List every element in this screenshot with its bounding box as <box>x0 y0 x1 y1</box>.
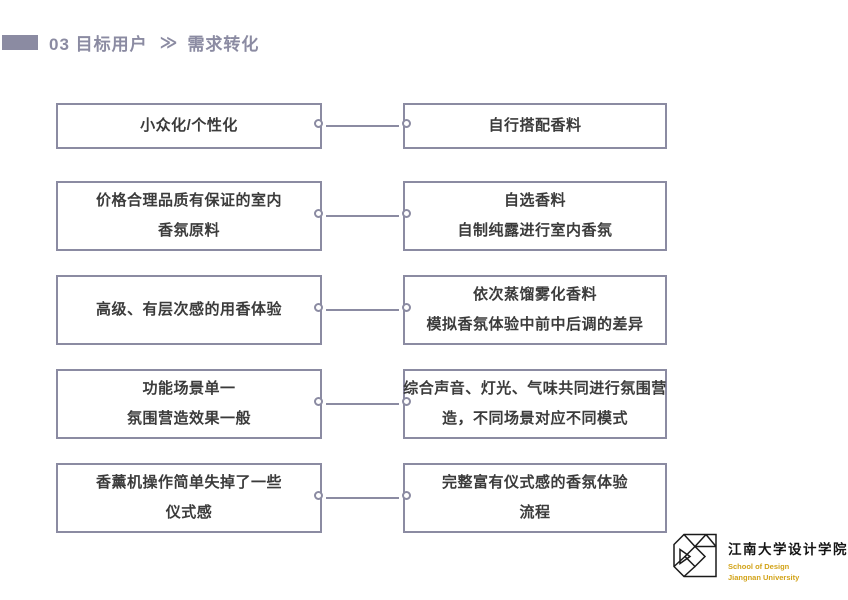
jiangnan-design-logo-icon <box>673 533 717 578</box>
connector-line <box>314 396 411 412</box>
need-box: 价格合理品质有保证的室内 香氛原料 <box>56 181 322 251</box>
box-text: 造，不同场景对应不同模式 <box>441 410 628 427</box>
box-text: 自选香料 <box>503 192 566 209</box>
connector-dot-left <box>314 303 323 312</box>
box-text: 功能场景单一 <box>142 380 236 397</box>
mapping-row: 香薰机操作简单失掉了一些 仪式感 完整富有仪式感的香氛体验 流程 <box>56 463 667 533</box>
connector-dot-right <box>402 491 411 500</box>
box-text: 小众化/个性化 <box>140 117 238 134</box>
logo-name-en-1: School of Design <box>728 562 790 571</box>
box-text: 完整富有仪式感的香氛体验 <box>441 474 628 491</box>
page-subtitle: 需求转化 <box>187 35 260 54</box>
logo-name-en-2: Jiangnan University <box>728 573 800 582</box>
connector-dot-left <box>314 209 323 218</box>
connector-dot-right <box>402 303 411 312</box>
solution-box: 完整富有仪式感的香氛体验 流程 <box>403 463 667 533</box>
connector-dot-right <box>402 397 411 406</box>
box-text: 模拟香氛体验中前中后调的差异 <box>426 316 644 333</box>
box-text: 氛围营造效果一般 <box>126 410 251 427</box>
connector-dot-right <box>402 119 411 128</box>
connector-dot-left <box>314 119 323 128</box>
solution-box: 综合声音、灯光、气味共同进行氛围营 造，不同场景对应不同模式 <box>403 369 667 439</box>
box-text: 香薰机操作简单失掉了一些 <box>95 474 282 491</box>
connector-line <box>314 208 411 224</box>
slide-header: 03 目标用户 ≫ 需求转化 <box>2 30 259 55</box>
box-text: 价格合理品质有保证的室内 <box>95 192 282 209</box>
header-accent-bar <box>2 35 38 50</box>
mapping-row: 价格合理品质有保证的室内 香氛原料 自选香料 自制纯露进行室内香氛 <box>56 181 667 251</box>
box-text: 高级、有层次感的用香体验 <box>95 301 282 318</box>
mapping-diagram: 小众化/个性化 自行搭配香料 价格合理品质有保证的室内 香氛原料 自选香料 自制… <box>56 103 667 533</box>
mapping-row: 高级、有层次感的用香体验 依次蒸馏雾化香料 模拟香氛体验中前中后调的差异 <box>56 275 667 345</box>
box-text: 仪式感 <box>165 504 213 521</box>
connector-dot-left <box>314 397 323 406</box>
box-text: 香氛原料 <box>157 222 220 239</box>
need-box: 小众化/个性化 <box>56 103 322 149</box>
connector-line <box>314 490 411 506</box>
mapping-row: 功能场景单一 氛围营造效果一般 综合声音、灯光、气味共同进行氛围营 造，不同场景… <box>56 369 667 439</box>
box-text: 自行搭配香料 <box>488 117 582 134</box>
logo-text-block: 江南大学设计学院 School of Design Jiangnan Unive… <box>728 531 848 582</box>
solution-box: 自行搭配香料 <box>403 103 667 149</box>
section-title: 03 目标用户 <box>49 35 148 54</box>
connector-line <box>314 302 411 318</box>
university-logo: 江南大学设计学院 School of Design Jiangnan Unive… <box>671 531 848 582</box>
connector-dot-left <box>314 491 323 500</box>
connector-dot-right <box>402 209 411 218</box>
need-box: 香薰机操作简单失掉了一些 仪式感 <box>56 463 322 533</box>
connector-line <box>314 118 411 134</box>
box-text: 综合声音、灯光、气味共同进行氛围营 <box>403 380 667 397</box>
box-text: 自制纯露进行室内香氛 <box>457 222 613 239</box>
solution-box: 自选香料 自制纯露进行室内香氛 <box>403 181 667 251</box>
need-box: 功能场景单一 氛围营造效果一般 <box>56 369 322 439</box>
box-text: 依次蒸馏雾化香料 <box>472 286 597 303</box>
logo-name-cn: 江南大学设计学院 <box>728 542 848 557</box>
chevron-separator-icon: ≫ <box>159 32 178 52</box>
solution-box: 依次蒸馏雾化香料 模拟香氛体验中前中后调的差异 <box>403 275 667 345</box>
box-text: 流程 <box>519 504 551 521</box>
mapping-row: 小众化/个性化 自行搭配香料 <box>56 103 667 149</box>
need-box: 高级、有层次感的用香体验 <box>56 275 322 345</box>
